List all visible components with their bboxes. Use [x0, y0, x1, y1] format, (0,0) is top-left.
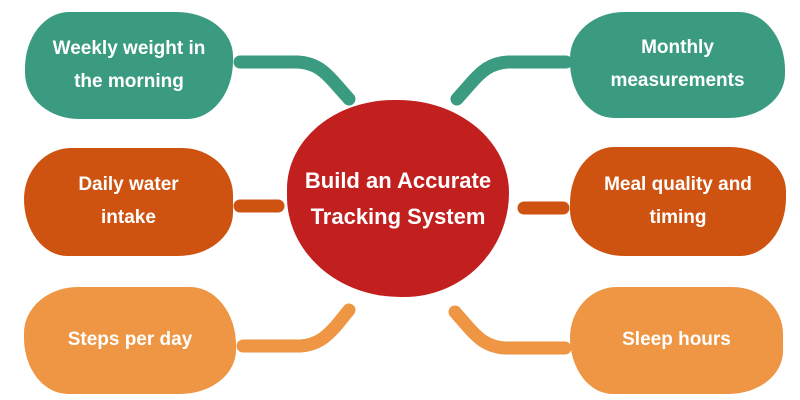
node-weekly-weight: Weekly weight in the morning: [25, 12, 233, 119]
connector-bottom-right: [448, 305, 572, 355]
node-meal-quality-timing-label: Meal quality and timing: [604, 173, 752, 228]
connector-top-left: [233, 55, 356, 106]
node-center-label: Build an Accurate Tracking System: [304, 168, 492, 229]
node-daily-water-intake: Daily water intake: [24, 148, 233, 256]
node-sleep-hours: Sleep hours: [570, 287, 783, 394]
node-steps-per-day-label: Steps per day: [67, 329, 193, 351]
node-monthly-measurements-label: Monthly measurements: [610, 37, 745, 91]
connector-bottom-left: [236, 303, 356, 353]
node-steps-per-day: Steps per day: [24, 287, 236, 394]
node-meal-quality-timing: Meal quality and timing: [570, 147, 786, 256]
node-daily-water-intake-label: Daily water intake: [78, 174, 179, 228]
node-center-tracking-system: Build an Accurate Tracking System: [287, 100, 509, 297]
connector-top-right: [450, 55, 573, 106]
node-weekly-weight-label: Weekly weight in the morning: [52, 37, 206, 92]
node-sleep-hours-label: Sleep hours: [622, 329, 731, 351]
node-monthly-measurements: Monthly measurements: [570, 12, 785, 118]
